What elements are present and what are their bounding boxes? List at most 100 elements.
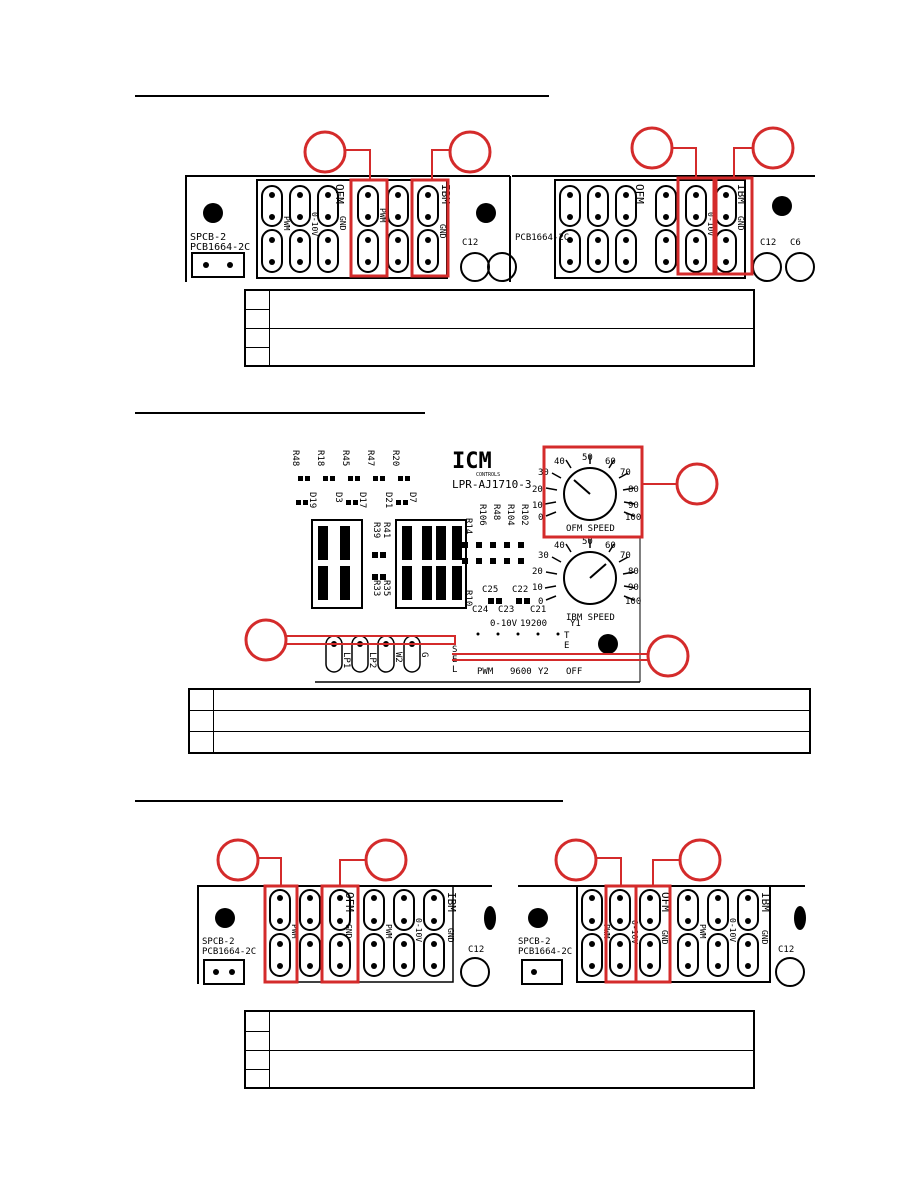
callout-circle xyxy=(364,838,408,882)
svg-text:70: 70 xyxy=(620,551,631,561)
svg-text:E: E xyxy=(564,641,569,651)
svg-text:IBM SPEED: IBM SPEED xyxy=(566,613,615,623)
svg-text:90: 90 xyxy=(628,583,639,593)
svg-text:R48: R48 xyxy=(290,450,300,466)
svg-text:PCB1664-2C: PCB1664-2C xyxy=(515,233,569,243)
svg-text:90: 90 xyxy=(628,501,639,511)
svg-text:PWM: PWM xyxy=(477,667,494,677)
svg-text:R33: R33 xyxy=(371,580,381,596)
svg-text:40: 40 xyxy=(554,541,565,551)
svg-text:80: 80 xyxy=(628,567,639,577)
svg-text:30: 30 xyxy=(538,551,549,561)
callout-circle xyxy=(244,618,288,662)
svg-text:R18: R18 xyxy=(315,450,325,466)
svg-text:60: 60 xyxy=(605,457,616,467)
svg-text:W2: W2 xyxy=(393,652,403,663)
svg-text:IBM: IBM xyxy=(445,892,458,912)
mounting-hole xyxy=(772,196,792,216)
callout-circle xyxy=(751,126,795,170)
svg-text:L: L xyxy=(452,665,457,675)
svg-text:C12: C12 xyxy=(468,945,484,955)
svg-text:20: 20 xyxy=(532,567,543,577)
mounting-hole xyxy=(215,908,235,928)
svg-text:9600: 9600 xyxy=(510,667,532,677)
svg-text:PWM: PWM xyxy=(698,924,707,939)
callout-circle xyxy=(675,462,719,506)
svg-text:R106: R106 xyxy=(477,504,487,526)
model-label: LPR-AJ1710-3 xyxy=(452,478,531,491)
svg-text:C21: C21 xyxy=(530,605,546,615)
svg-text:70: 70 xyxy=(620,468,631,478)
svg-text:100: 100 xyxy=(625,513,641,523)
spcb-label: SPCB-2 xyxy=(190,232,226,243)
svg-text:PCB1664-2C: PCB1664-2C xyxy=(518,947,572,957)
svg-text:GND: GND xyxy=(344,924,353,939)
svg-text:PWM: PWM xyxy=(290,924,299,939)
svg-text:60: 60 xyxy=(605,541,616,551)
svg-text:SPCB-2: SPCB-2 xyxy=(202,937,235,947)
icm-logo: ICM xyxy=(452,449,492,474)
highlight-ofm-speed xyxy=(542,445,644,539)
mounting-hole xyxy=(476,203,496,223)
svg-text:C12: C12 xyxy=(778,945,794,955)
svg-text:Y2: Y2 xyxy=(538,667,549,677)
svg-text:R41: R41 xyxy=(381,522,391,538)
section-3-board-diagram: SPCB-2 PCB1664-2C OFM IBM PWM GND PWM 0-… xyxy=(197,838,806,987)
svg-text:R102: R102 xyxy=(519,504,529,526)
connector-block xyxy=(554,179,746,279)
section-1-heading-rule xyxy=(135,95,549,97)
svg-text:OFM: OFM xyxy=(333,184,346,204)
svg-text:D19: D19 xyxy=(307,492,317,508)
svg-text:40: 40 xyxy=(554,457,565,467)
svg-text:D3: D3 xyxy=(333,492,343,503)
svg-text:R20: R20 xyxy=(390,450,400,466)
svg-text:0: 0 xyxy=(538,513,543,523)
svg-text:R47: R47 xyxy=(365,450,375,466)
svg-text:GND: GND xyxy=(338,216,347,231)
svg-text:GND: GND xyxy=(736,216,745,231)
svg-text:0-10V: 0-10V xyxy=(310,212,319,236)
svg-text:50: 50 xyxy=(582,537,593,547)
svg-text:10: 10 xyxy=(532,501,543,511)
highlight-ibm-gnd xyxy=(410,178,450,278)
svg-text:PWM: PWM xyxy=(384,924,393,939)
callout-circle xyxy=(646,634,690,678)
svg-text:LP2: LP2 xyxy=(367,652,377,668)
svg-text:0-10V: 0-10V xyxy=(706,212,715,236)
svg-text:10: 10 xyxy=(532,583,543,593)
svg-text:0: 0 xyxy=(538,597,543,607)
svg-text:Y1: Y1 xyxy=(570,619,581,629)
svg-text:R10: R10 xyxy=(463,590,473,606)
section-1-board-diagram: SPCB-2 PCB1664-2C OFM IBM PWM 0-10V GND … xyxy=(185,126,815,282)
svg-text:C24: C24 xyxy=(472,605,488,615)
svg-text:C22: C22 xyxy=(512,585,528,595)
svg-text:GND: GND xyxy=(760,930,769,945)
svg-text:T: T xyxy=(564,631,570,641)
section-2-table xyxy=(188,688,811,754)
svg-text:OFF: OFF xyxy=(566,667,582,677)
svg-text:C12: C12 xyxy=(462,238,478,248)
svg-text:R35: R35 xyxy=(381,580,391,596)
svg-text:R104: R104 xyxy=(505,504,515,526)
connector-block xyxy=(576,885,771,983)
pcb-label: PCB1664-2C xyxy=(190,242,250,253)
mounting-hole xyxy=(598,634,618,654)
svg-text:D17: D17 xyxy=(357,492,367,508)
svg-text:G: G xyxy=(419,652,429,657)
svg-text:OFM SPEED: OFM SPEED xyxy=(566,524,615,534)
svg-text:GND: GND xyxy=(446,928,455,943)
svg-text:19200: 19200 xyxy=(520,619,547,629)
svg-text:D21: D21 xyxy=(383,492,393,508)
svg-text:50: 50 xyxy=(582,453,593,463)
svg-text:R45: R45 xyxy=(340,450,350,466)
svg-text:80: 80 xyxy=(628,485,639,495)
svg-text:0-10V: 0-10V xyxy=(490,619,518,629)
callout-circle xyxy=(303,130,347,174)
svg-text:IBM: IBM xyxy=(439,184,452,204)
callout-circle xyxy=(216,838,260,882)
svg-text:S: S xyxy=(452,645,457,655)
section-2-heading-rule xyxy=(135,412,425,414)
callout-circle xyxy=(448,130,492,174)
